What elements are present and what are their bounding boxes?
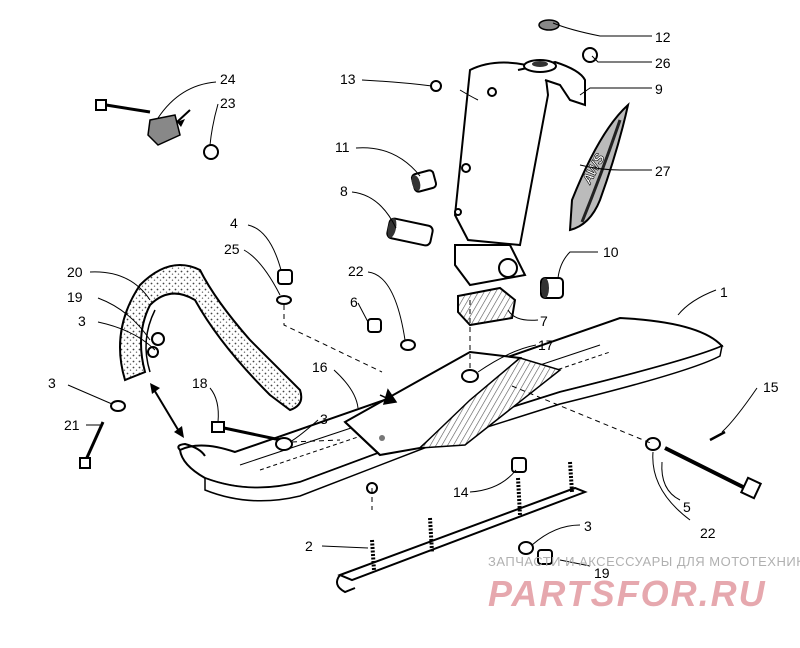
- double-arrow: [150, 383, 184, 438]
- washer-3a: [151, 332, 165, 346]
- callout-23: 23: [220, 95, 236, 111]
- callout-7: 7: [540, 313, 548, 329]
- watermark-brand: PARTSFOR.RU: [488, 573, 767, 614]
- nut-26: [582, 47, 598, 63]
- callout-3-mid: 3: [320, 411, 328, 427]
- callout-9: 9: [655, 81, 663, 97]
- bolt-13: [430, 80, 442, 92]
- callout-12: 12: [655, 29, 671, 45]
- washer-22a: [400, 339, 416, 351]
- ski-handle: [119, 264, 303, 412]
- callout-2: 2: [305, 538, 313, 554]
- bushing-10: [540, 277, 564, 299]
- callout-15: 15: [763, 379, 779, 395]
- callout-21: 21: [64, 417, 80, 433]
- nut-14: [511, 457, 527, 473]
- callout-3-top: 3: [78, 313, 86, 329]
- washer-25: [276, 295, 292, 305]
- washer-3c: [110, 400, 126, 412]
- nut-4: [277, 269, 293, 285]
- callout-24: 24: [220, 71, 236, 87]
- nut-23: [203, 144, 219, 160]
- callout-13: 13: [340, 71, 356, 87]
- callout-26: 26: [655, 55, 671, 71]
- callout-1: 1: [720, 284, 728, 300]
- aws-decal: AWS: [568, 102, 630, 232]
- callout-3-bottom: 3: [584, 518, 592, 534]
- callout-14: 14: [453, 484, 469, 500]
- pin-15: [709, 430, 726, 442]
- bushing-11: [410, 169, 438, 193]
- callout-22-bottom: 22: [700, 525, 716, 541]
- washer-3b: [275, 437, 293, 451]
- callout-17: 17: [538, 337, 554, 353]
- watermark-tagline: ЗАПЧАСТИ И АКСЕССУАРЫ ДЛЯ МОТОТЕХНИКИ: [488, 554, 800, 569]
- spindle: [453, 59, 586, 287]
- assembly-guides: [283, 300, 654, 510]
- washer-17: [461, 369, 479, 383]
- callout-8: 8: [340, 183, 348, 199]
- cap-12: [538, 19, 560, 31]
- callout-27: 27: [655, 163, 671, 179]
- callout-22-top: 22: [348, 263, 364, 279]
- callout-5: 5: [683, 499, 691, 515]
- bracket-24: [147, 109, 191, 146]
- bolt-5: [664, 446, 763, 500]
- wear-block-7: [457, 286, 517, 327]
- bolt-21: [79, 421, 105, 469]
- wear-bar: [335, 461, 588, 594]
- callout-4: 4: [230, 215, 238, 231]
- watermark: ЗАПЧАСТИ И АКСЕССУАРЫ ДЛЯ МОТОТЕХНИКИ PA…: [488, 554, 800, 614]
- bolt-24: [95, 99, 151, 114]
- washer-3d: [518, 541, 534, 555]
- callout-11: 11: [335, 139, 350, 155]
- spacer-8: [386, 217, 434, 247]
- callout-19-bottom: 19: [594, 565, 610, 581]
- nut-6: [367, 318, 382, 333]
- callout-25: 25: [224, 241, 240, 257]
- nut-19a: [147, 346, 159, 358]
- callout-18: 18: [192, 375, 208, 391]
- nut-19b: [537, 549, 553, 565]
- washer-22b: [645, 437, 661, 451]
- callout-6: 6: [350, 294, 358, 310]
- callout-3-left: 3: [48, 375, 56, 391]
- callout-16: 16: [312, 359, 328, 375]
- callouts: [67, 22, 758, 567]
- callout-labels: 12 26 9 13 11 27 8 10 4 25 20 1 22 19 6 …: [48, 29, 779, 581]
- callout-19-top: 19: [67, 289, 83, 305]
- callout-20: 20: [67, 264, 83, 280]
- callout-10: 10: [603, 244, 619, 260]
